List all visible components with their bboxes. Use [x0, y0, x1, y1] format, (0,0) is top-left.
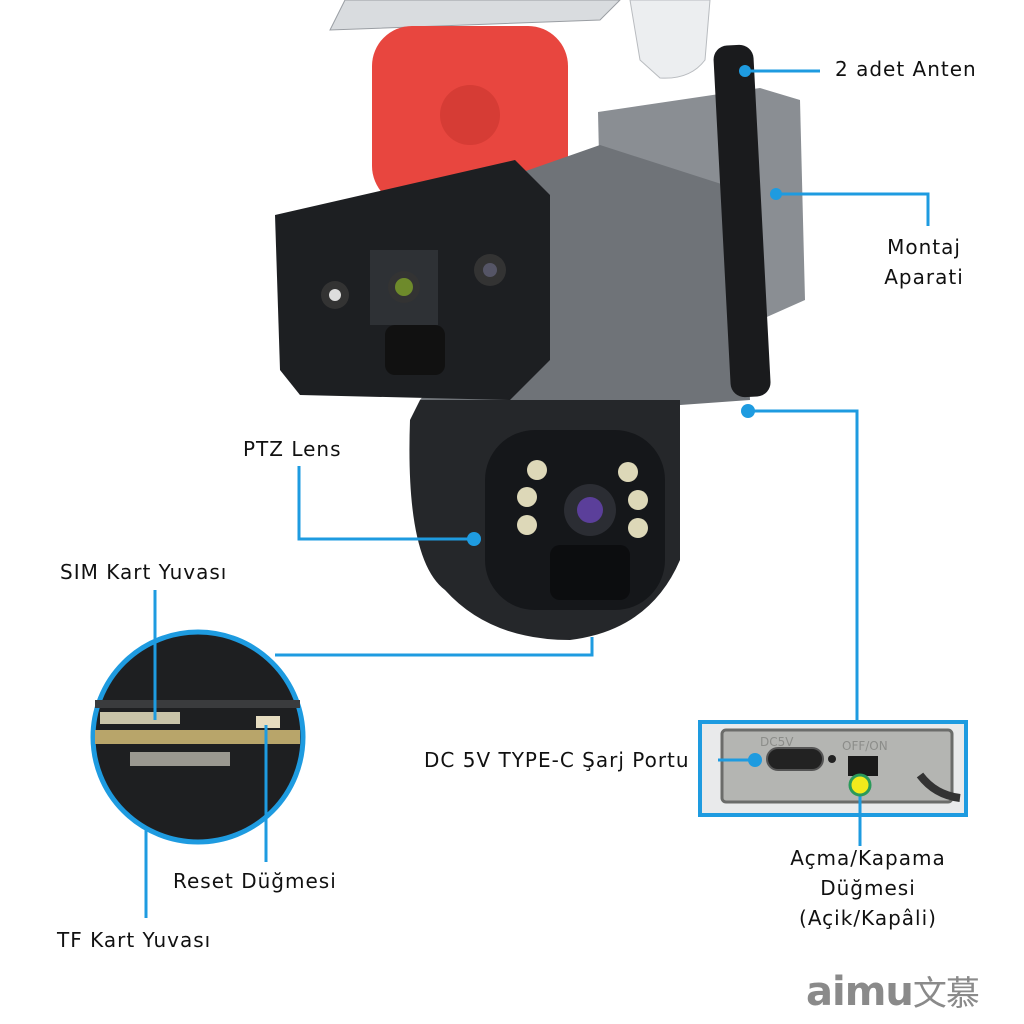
sim-slot-label: SIM Kart Yuvası [60, 560, 228, 584]
usb-c-port [766, 747, 824, 771]
power-switch-dot [848, 773, 872, 797]
mount-label-line1: Montaj [887, 235, 961, 259]
ptz-callout-line [297, 466, 474, 541]
mount-label-line2: Aparati [884, 265, 964, 289]
card-slot-inset [90, 629, 306, 845]
mount-label: Montaj Aparati [872, 232, 976, 292]
reset-label: Reset Düğmesi [173, 869, 337, 893]
ptz-lens-label: PTZ Lens [243, 437, 342, 461]
speaker-grille [372, 26, 568, 206]
power-label-line1: Açma/Kapama [790, 846, 946, 870]
brand-logo: aimu文慕 [806, 966, 980, 1015]
antenna-label: 2 adet Anten [835, 57, 977, 81]
power-switch [848, 756, 878, 776]
solar-panel [329, 0, 621, 31]
logo-chinese: 文慕 [912, 974, 980, 1014]
port-panel-inset: DC5V OFF/ON [698, 720, 968, 817]
ptz-dome [409, 400, 680, 640]
mount-bracket-top [629, 0, 711, 79]
power-label-line3: (Açik/Kapâli) [799, 906, 937, 930]
power-label-line2: Düğmesi [820, 876, 916, 900]
fixed-lens-panel [275, 160, 550, 400]
tf-slot-label: TF Kart Yuvası [57, 928, 212, 952]
logo-latin: aimu [806, 969, 914, 1015]
callout-dots [467, 65, 782, 767]
dc-port-label: DC 5V TYPE-C Şarj Portu [424, 748, 690, 772]
port-callout-line [748, 409, 859, 722]
switch-marking: OFF/ON [842, 739, 888, 753]
callout-lines [144, 69, 930, 918]
power-switch-label: Açma/Kapama Düğmesi (Açik/Kapâli) [758, 843, 978, 933]
dc-marking: DC5V [760, 735, 794, 749]
mount-callout-line [776, 192, 930, 226]
inset-callout-line [275, 637, 594, 657]
antenna [713, 44, 771, 398]
